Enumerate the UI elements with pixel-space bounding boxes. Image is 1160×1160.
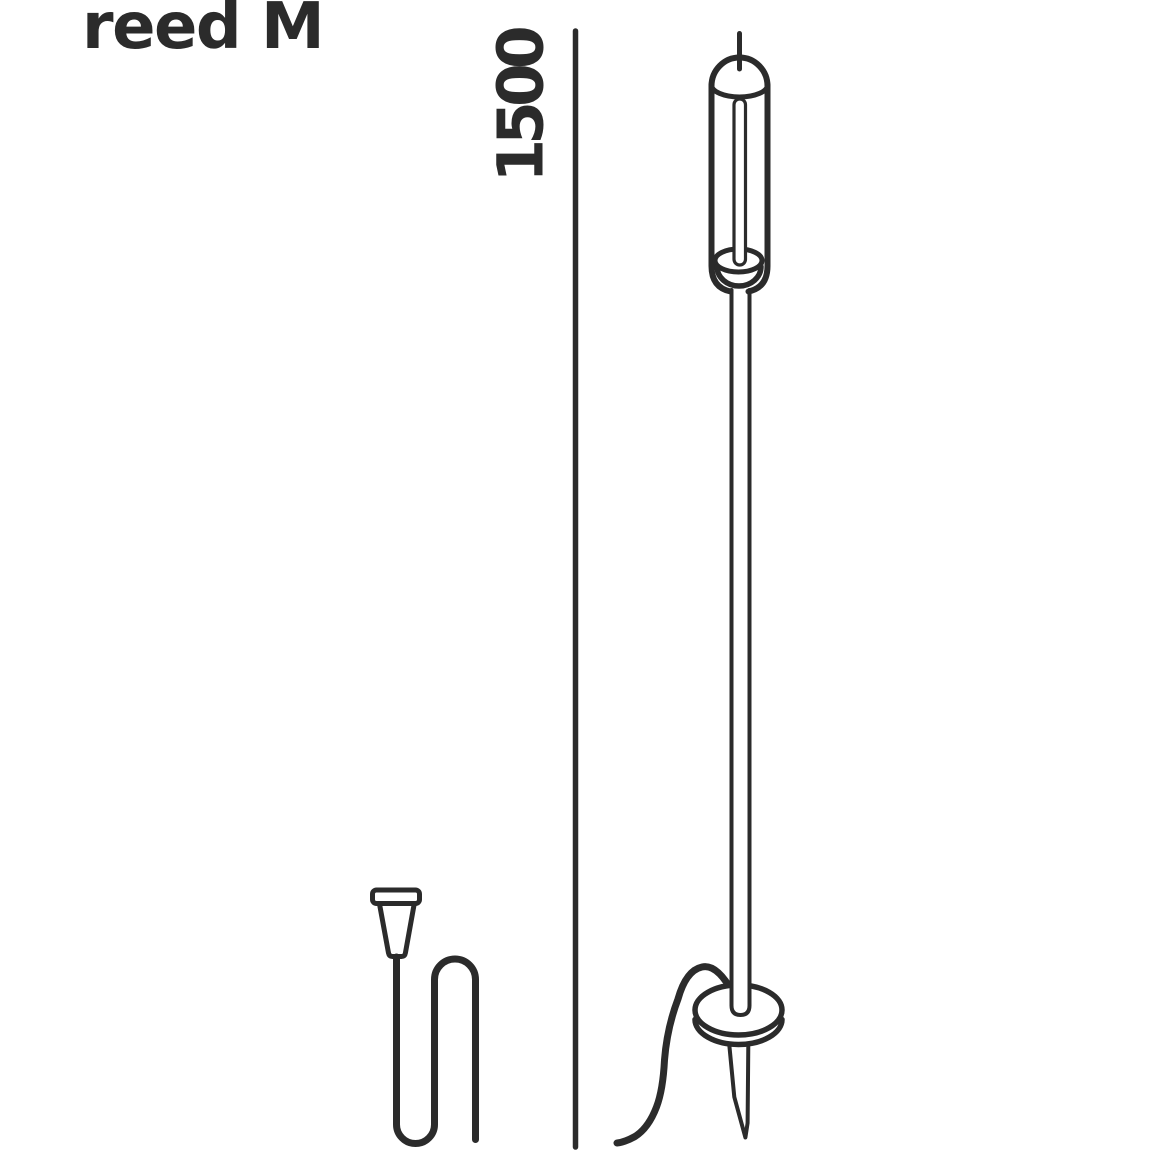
lamp-cable: [613, 963, 737, 1147]
power-plug-drawing: [370, 887, 479, 1147]
lamp-stem: [729, 288, 752, 1017]
product-title: reed M: [82, 0, 325, 64]
glass-tube-right-wall: [745, 82, 771, 295]
ground-plate-rim: [692, 1016, 785, 1048]
tube-base-bowl: [714, 263, 764, 289]
plug-cable: [393, 953, 479, 1147]
dimension-label: 1500: [485, 28, 558, 183]
glass-tube-left-wall: [708, 82, 734, 295]
tube-top-under-arc: [709, 82, 770, 100]
reed-lamp-drawing: [613, 31, 785, 1147]
plug-connector-cap: [370, 887, 422, 906]
ground-spike: [727, 1043, 751, 1140]
led-rod: [732, 97, 748, 267]
plug-connector-body: [377, 901, 417, 959]
